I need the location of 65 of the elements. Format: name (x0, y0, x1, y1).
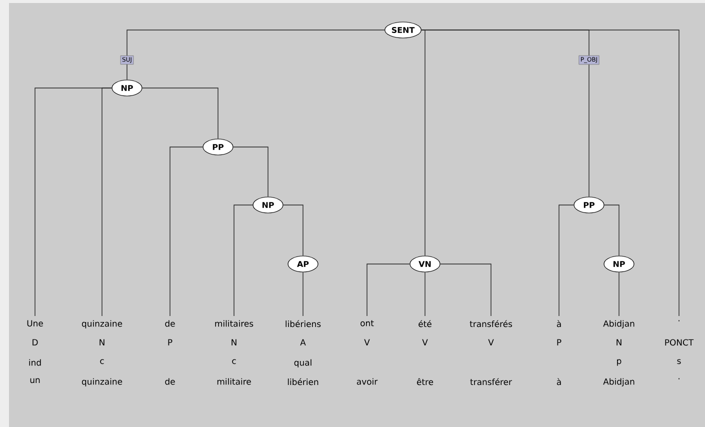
token-text: quinzaine (82, 320, 122, 328)
tree-branch (618, 272, 620, 316)
tree-branch (421, 30, 680, 316)
node-text: à P à (556, 320, 562, 386)
token-text: V (364, 339, 370, 346)
tree-branch (234, 204, 254, 316)
token-text: militaires (215, 320, 254, 327)
token-text: ont (360, 320, 374, 326)
token-text: PONCT (665, 339, 694, 346)
tree-branch (232, 146, 268, 198)
token-text: Abidjan (603, 320, 634, 328)
token-text: N (232, 339, 236, 346)
node-text: ont V avoir (356, 320, 378, 385)
token-text: P (557, 339, 562, 346)
token-text: c (100, 359, 104, 364)
token-text: N (616, 339, 622, 346)
tree-branch (170, 146, 204, 316)
token-text: à (556, 320, 561, 328)
token-text: être (416, 378, 434, 386)
token-text: A (300, 339, 306, 346)
tree-branch (558, 204, 574, 316)
token-text: ind (29, 359, 41, 366)
token-text: de (165, 320, 175, 327)
token-text: Abidjan (603, 378, 634, 386)
token-text: un (30, 378, 40, 384)
tree-branch (102, 88, 112, 316)
token-text: de (165, 378, 175, 385)
token-text: été (418, 320, 432, 328)
token-text: Une (27, 320, 43, 326)
tree-branch (142, 88, 218, 140)
tree-branch (424, 272, 426, 316)
token-text: . (678, 320, 680, 322)
node-text: transférés V transférer (470, 320, 512, 386)
tree-branch (126, 30, 385, 80)
token-text: transférés (470, 320, 512, 328)
tree-branch (366, 264, 410, 316)
token-text: s (677, 359, 681, 364)
token-text: D (32, 339, 38, 346)
tree-branch (440, 264, 492, 316)
node-text: . PONCT s . (665, 320, 694, 380)
node-text: Abidjan N p Abidjan (603, 320, 634, 386)
token-text: avoir (356, 378, 378, 385)
tree-branch (604, 204, 620, 256)
token-text: V (488, 339, 494, 346)
node-text: libériens A qual libérien (286, 320, 321, 386)
token-text: . (678, 378, 680, 380)
tree-branch (302, 272, 304, 316)
token-text: qual (294, 359, 312, 368)
token-text: libériens (286, 320, 321, 328)
token-text: militaire (217, 378, 251, 385)
token-text: à (556, 378, 561, 386)
token-text: V (422, 339, 428, 346)
node-text: quinzaine N c quinzaine (82, 320, 122, 386)
node-text: Une D ind un (27, 320, 43, 384)
token-text: c (232, 359, 236, 364)
token-text: p (617, 359, 622, 366)
token-text: P (168, 339, 172, 346)
node-text: militaires N c militaire (215, 320, 254, 385)
node-text: été V être (416, 320, 434, 386)
token-text: libérien (288, 378, 318, 386)
token-text: N (100, 339, 104, 346)
token-text: transférer (470, 378, 512, 386)
tree-branch (282, 204, 304, 256)
node-text: de P de (165, 320, 175, 385)
token-text: quinzaine (82, 378, 122, 386)
